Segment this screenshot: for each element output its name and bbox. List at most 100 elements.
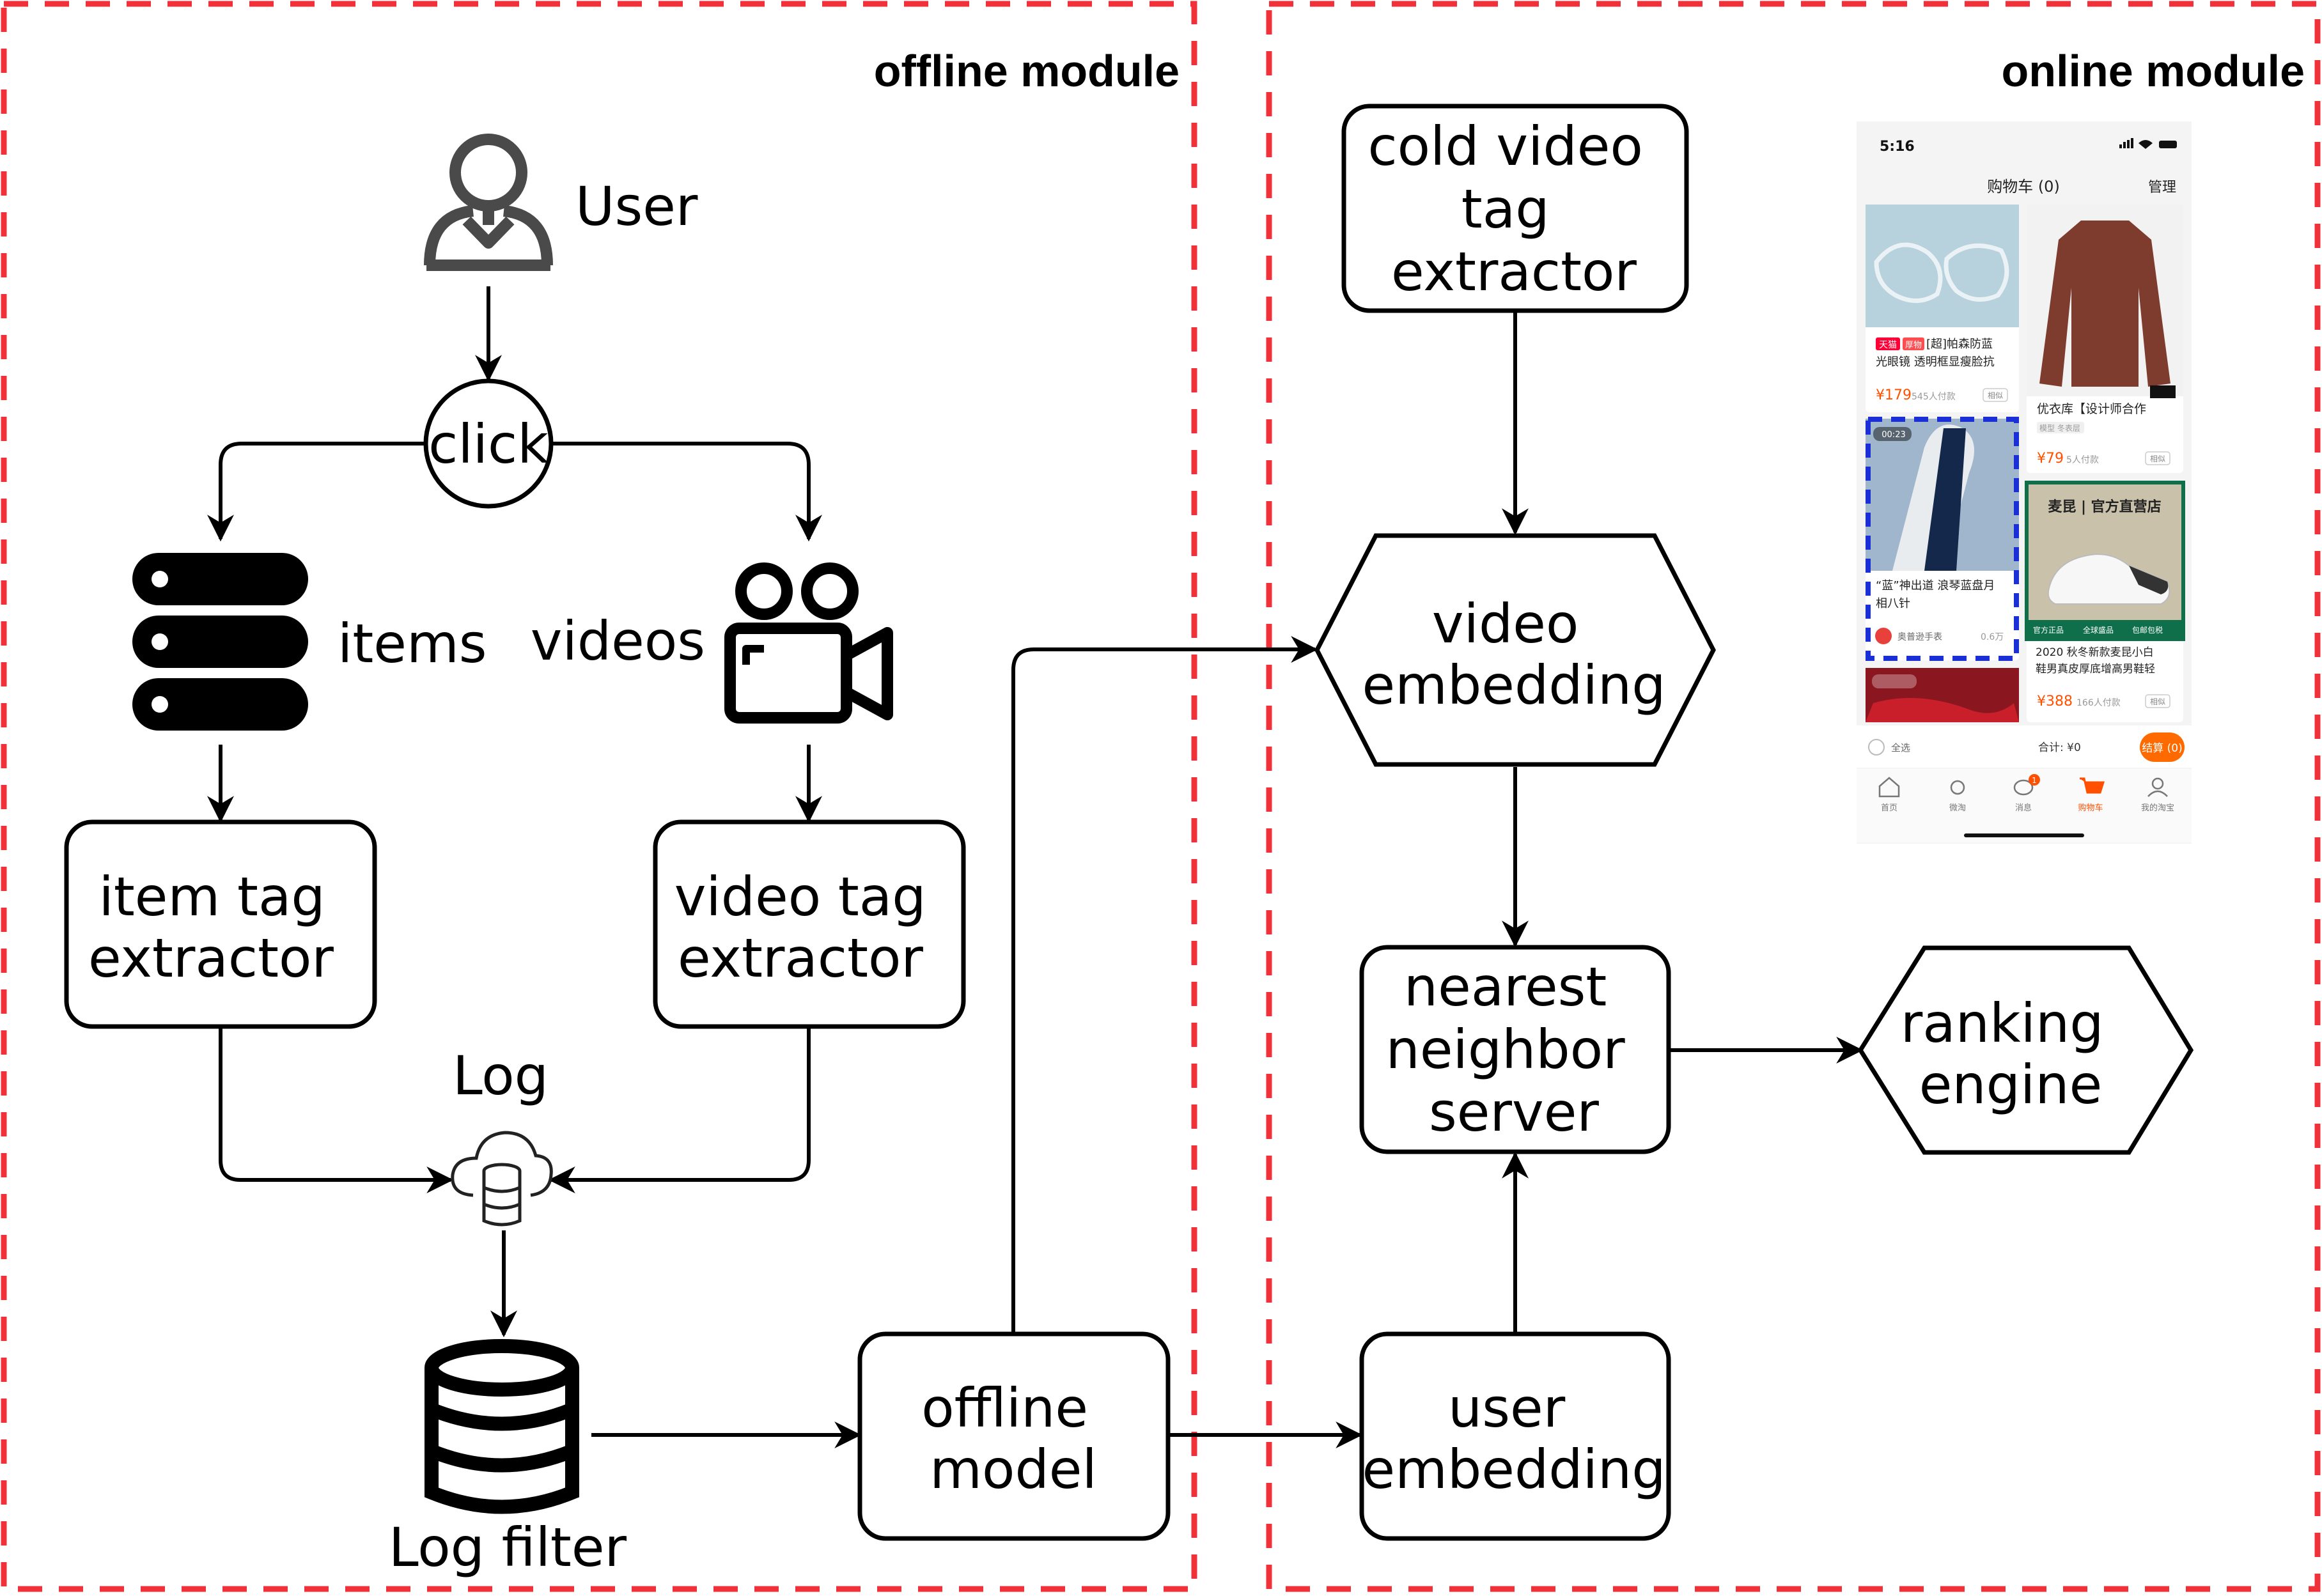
checkout-button[interactable] <box>2140 732 2185 762</box>
video-tag-extractor-line-2: extractor <box>678 927 923 989</box>
tab-home[interactable]: 首页 <box>1878 777 1900 813</box>
nn-line-2: neighbor <box>1386 1018 1626 1081</box>
select-all-checkbox[interactable] <box>1868 739 1885 755</box>
checkout-label: 结算 (0) <box>2142 742 2182 755</box>
tab-my-taobao[interactable]: 我的淘宝 <box>2141 777 2174 813</box>
cart-manage-link[interactable]: 管理 <box>2148 180 2176 196</box>
cloud-database-icon <box>451 1131 553 1227</box>
ranking-engine-node: ranking engine <box>1857 945 2194 1155</box>
offline-model-node: offline model <box>857 1331 1171 1541</box>
product-card-partial[interactable] <box>1866 668 2019 722</box>
sneaker-strip-3: 包邮包税 <box>2132 626 2163 635</box>
offline-module-border <box>1 1 1197 1592</box>
item-tag-extractor-line-1: item tag <box>99 865 325 928</box>
highlight-dashed-border <box>1866 417 2019 661</box>
tab-messages-label: 消息 <box>2015 803 2032 813</box>
sneaker-similar[interactable]: 相似 <box>2150 697 2165 706</box>
tab-messages[interactable]: 1 消息 <box>2013 774 2040 813</box>
edge-videotag-log <box>548 1026 811 1193</box>
cold-video-line-2: tag <box>1461 178 1550 240</box>
svg-text:user embedding: user embedding <box>1362 1377 1665 1501</box>
video-embedding-line-1: video <box>1432 593 1578 655</box>
phone-time: 5:16 <box>1880 139 1915 155</box>
log-filter-label: Log filter <box>389 1516 627 1579</box>
cart-total: 合计: ¥0 <box>2038 741 2081 754</box>
svg-text:nearest neighbor s: nearest neighbor server <box>1386 956 1642 1143</box>
offline-model-line-2: model <box>930 1438 1097 1501</box>
tab-cart[interactable]: 购物车 <box>2078 777 2105 813</box>
video-card-watch[interactable]: 00:23 “蓝”神出道 浪琴蓝盘月 相八针 奥普逊手表 0.6万 <box>1866 417 2019 661</box>
svg-text:video tag extractor: video tag extractor <box>674 865 944 989</box>
offline-module-title: offline module <box>874 46 1180 96</box>
edge-offlinemodel-videoembedding <box>1011 636 1318 1333</box>
user-embedding-line-1: user <box>1448 1377 1566 1439</box>
glasses-price: ¥179 <box>1876 387 1912 403</box>
messages-badge <box>2029 774 2040 786</box>
videos-label: videos <box>531 610 705 672</box>
glasses-tag-1: 天猫 <box>1879 340 1897 350</box>
home-indicator <box>1964 833 2084 837</box>
tab-home-label: 首页 <box>1881 803 1897 813</box>
item-tag-extractor-line-2: extractor <box>88 927 334 989</box>
sneaker-brand: 麦昆 | 官方直营店 <box>2048 499 2161 515</box>
tab-cart-label: 购物车 <box>2078 803 2103 813</box>
nn-line-3: server <box>1429 1081 1599 1143</box>
click-label: click <box>428 413 549 476</box>
watch-views: 0.6万 <box>1981 632 2004 642</box>
edge-itemtag-log <box>219 1026 454 1193</box>
edge-click-videos <box>551 442 822 542</box>
item-tag-extractor-node: item tag extractor <box>64 819 377 1029</box>
click-node: click <box>423 378 554 509</box>
user-embedding-line-2: embedding <box>1362 1438 1665 1501</box>
messages-badge-count: 1 <box>2032 776 2037 785</box>
profile-icon <box>2151 777 2164 790</box>
tab-my-taobao-label: 我的淘宝 <box>2141 803 2174 813</box>
tab-weitao[interactable]: 微淘 <box>1949 780 1966 813</box>
home-icon <box>1878 777 1900 798</box>
nn-line-1: nearest <box>1404 956 1607 1018</box>
glasses-similar[interactable]: 相似 <box>1988 391 2003 400</box>
glasses-sold: 545人付款 <box>1912 392 1956 402</box>
product-card-sneaker[interactable]: 麦昆 | 官方直营店 官方正品 全球盛品 包邮包税 2020 秋冬新款麦昆小白 … <box>2025 481 2185 722</box>
online-module-border <box>1266 1 2321 1592</box>
phone-screenshot: 5:16 购物车 (0) 管理 天猫 厚物 [超]帕森防蓝 光眼镜 透明框显瘦脸… <box>1857 121 2192 844</box>
sweater-similar[interactable]: 相似 <box>2150 454 2165 463</box>
online-module-title: online module <box>2002 46 2305 96</box>
glasses-image <box>1866 205 2019 327</box>
tab-bar: 首页 微淘 1 消息 购物车 我的淘宝 <box>1857 769 2192 842</box>
user-embedding-node: user embedding <box>1359 1331 1671 1541</box>
video-embedding-line-2: embedding <box>1362 654 1665 717</box>
broadcast-icon <box>1950 780 1965 795</box>
sweater-title: 优衣库【设计师合作 <box>2037 402 2146 416</box>
server-stack-icon <box>132 553 308 731</box>
items-label: items <box>338 612 487 675</box>
sneaker-strip-2: 全球盛品 <box>2083 625 2114 635</box>
cart-bottom-bar: 全选 合计: ¥0 结算 (0) <box>1857 725 2192 768</box>
tab-weitao-label: 微淘 <box>1949 803 1966 813</box>
user-label: User <box>575 175 698 238</box>
edges <box>207 286 1864 1448</box>
sweater-subtitle: 模型 冬表层 <box>2039 423 2080 433</box>
video-tag-extractor-node: video tag extractor <box>653 819 966 1029</box>
database-icon <box>425 1339 579 1514</box>
log-label: Log <box>453 1044 549 1107</box>
svg-text:ranking engine: ranking engine <box>1901 992 2121 1116</box>
nearest-neighbor-server-node: nearest neighbor server <box>1359 945 1671 1154</box>
sneaker-price: ¥388 <box>2037 693 2073 709</box>
ranking-engine-line-2: engine <box>1919 1053 2103 1116</box>
product-card-sweater[interactable]: 优衣库【设计师合作 模型 冬表层 ¥79 5人付款 相似 <box>2027 205 2183 473</box>
video-camera-icon <box>724 562 893 724</box>
cart-header-title: 购物车 (0) <box>1987 178 2060 196</box>
svg-text:item tag extractor: item tag extractor <box>88 865 342 989</box>
ranking-engine-line-1: ranking <box>1901 992 2104 1055</box>
watch-video-duration: 00:23 <box>1882 430 1905 440</box>
glasses-title: [超]帕森防蓝 光眼镜 透明框显瘦脸抗 <box>1876 337 1997 369</box>
svg-text:offline model: offline model <box>921 1377 1105 1501</box>
watch-shop: 奥普逊手表 <box>1897 631 1942 642</box>
glasses-tag-2: 厚物 <box>1905 341 1922 350</box>
cold-video-line-1: cold video <box>1367 115 1642 178</box>
select-all-label[interactable]: 全选 <box>1891 742 1910 754</box>
sneaker-strip: 官方正品 全球盛品 包邮包税 <box>2033 625 2163 635</box>
product-card-glasses[interactable]: 天猫 厚物 [超]帕森防蓝 光眼镜 透明框显瘦脸抗 ¥179 545人付款 相似 <box>1866 205 2019 412</box>
sneaker-sold: 166人付款 <box>2077 698 2121 708</box>
